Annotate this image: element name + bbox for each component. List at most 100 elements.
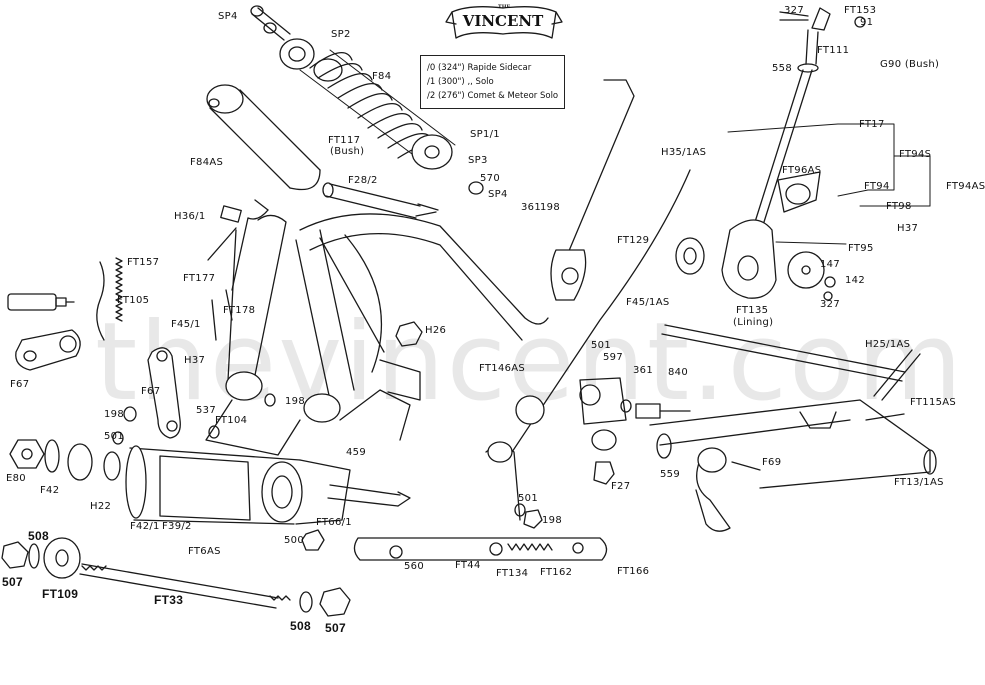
part-label-p198b: 198: [104, 409, 124, 420]
part-label-ft117: FT117: [328, 135, 361, 146]
part-label-p537: 537: [196, 405, 216, 416]
spring-row-2: /2 (276") Comet & Meteor Solo: [427, 91, 559, 101]
part-label-ft153: FT153: [844, 5, 877, 16]
part-label-ft166: FT166: [617, 566, 650, 577]
part-label-ft94as: FT94AS: [946, 181, 985, 192]
part-label-p361b: 361: [633, 365, 653, 376]
part-label-p560: 560: [404, 561, 424, 572]
part-label-ft33: FT33: [154, 593, 184, 607]
part-group-brackets: [727, 123, 931, 245]
part-label-f282: F28/2: [348, 175, 378, 186]
ft6as-housing: [125, 445, 351, 525]
ft44-bar: [353, 537, 608, 561]
part-label-f69: F69: [762, 457, 782, 468]
part-label-lining: (Lining): [733, 317, 774, 328]
part-label-ft95: FT95: [848, 243, 874, 254]
part-label-f451as: F45/1AS: [626, 297, 670, 308]
spring-rating-table: /0 (324") Rapide Sidecar /1 (300") ,, So…: [420, 55, 565, 109]
part-label-h37a: H37: [184, 355, 206, 366]
part-label-p91: 91: [860, 17, 874, 28]
part-label-ft98: FT98: [886, 201, 912, 212]
spring-row-1: /1 (300") ,, Solo: [427, 77, 494, 87]
ft96as-cup: [777, 171, 821, 213]
ft13-swing-arm: [649, 399, 937, 532]
part-label-p198d: 198: [542, 515, 562, 526]
ft17-fork: [754, 7, 866, 223]
part-label-sp4-top: SP4: [218, 11, 238, 22]
part-label-h351as: H35/1AS: [661, 147, 707, 158]
part-label-p501c: 501: [591, 340, 611, 351]
washer-501b: [514, 503, 526, 517]
part-label-p508b: 508: [290, 619, 311, 633]
part-label-p508a: 508: [28, 529, 49, 543]
f84as-damper: [206, 84, 321, 291]
part-label-p500: 500: [284, 535, 304, 546]
part-label-h22: H22: [90, 501, 112, 512]
h36-part: [220, 205, 242, 223]
h25-spindle: [661, 324, 921, 401]
part-label-ft94s: FT94S: [899, 149, 932, 160]
part-label-h251as: H25/1AS: [865, 339, 911, 350]
banner-title: VINCENT: [462, 12, 544, 30]
part-label-p570: 570: [480, 173, 500, 184]
part-label-h37b: H37: [897, 223, 919, 234]
ft33-spindle-assembly: [1, 537, 351, 617]
part-label-sp4-mid: SP4: [488, 189, 508, 200]
part-label-f421: F42/1: [130, 521, 160, 532]
part-label-ft96as: FT96AS: [782, 165, 822, 176]
f67-lever-plate: [15, 329, 81, 371]
part-label-ft115as: FT115AS: [910, 397, 957, 408]
part-label-sp2: SP2: [331, 29, 351, 40]
main-frame-tubes: [205, 213, 549, 456]
part-label-p559: 559: [660, 469, 680, 480]
part-label-p501a: 501: [104, 431, 124, 442]
part-label-ft109: FT109: [42, 587, 79, 601]
part-label-p361a: 361: [521, 202, 541, 213]
ft135-brake-plate: [675, 219, 777, 299]
part-label-f392: F39/2: [162, 521, 192, 532]
h37-lever: [147, 347, 181, 439]
left-bolt-assembly: [7, 261, 105, 341]
part-label-ft17: FT17: [859, 119, 885, 130]
f28-spindle: [322, 182, 439, 219]
part-label-f451: F45/1: [171, 319, 201, 330]
part-label-p507b: 507: [325, 621, 346, 635]
banner-prefix: THE: [498, 4, 511, 10]
part-label-e80: E80: [6, 473, 26, 484]
screw-327b: [823, 291, 833, 301]
f69-bolt: [731, 461, 761, 471]
part-label-p840: 840: [668, 367, 688, 378]
vincent-banner: THE VINCENT: [458, 4, 548, 32]
brake-linkage: [485, 377, 627, 521]
left-washer-stack: [9, 439, 121, 481]
part-label-f67b: F67: [141, 386, 161, 397]
nut-142: [824, 276, 836, 288]
part-label-ft105: FT105: [117, 295, 150, 306]
ft95-disc-hub: [801, 265, 811, 275]
h35-cable: [507, 79, 691, 459]
washer-537: [208, 425, 220, 439]
part-label-g90: G90 (Bush): [880, 59, 940, 70]
ft157-spring: [115, 257, 123, 322]
washer-501a: [112, 431, 124, 445]
h26-nut: [395, 321, 423, 347]
washer-198b: [264, 393, 276, 407]
nut-198d: [523, 509, 543, 529]
part-label-p507a: 507: [2, 575, 23, 589]
part-label-p142: 142: [845, 275, 865, 286]
part-label-f84as: F84AS: [190, 157, 224, 168]
f45-rod: [211, 299, 217, 341]
part-label-p198c: 198: [285, 396, 305, 407]
part-label-p597: 597: [603, 352, 623, 363]
ft95-disc: [787, 251, 825, 289]
part-label-ft111: FT111: [817, 45, 850, 56]
part-label-ft6as: FT6AS: [188, 546, 221, 557]
part-label-ft178: FT178: [223, 305, 256, 316]
part-label-p327a: 327: [784, 5, 804, 16]
sp1-spring-coils: [299, 49, 484, 195]
part-label-bush: (Bush): [330, 146, 365, 157]
part-label-sp11: SP1/1: [470, 129, 500, 140]
sp4-bolt-top: [250, 5, 291, 41]
part-label-ft44: FT44: [455, 560, 481, 571]
